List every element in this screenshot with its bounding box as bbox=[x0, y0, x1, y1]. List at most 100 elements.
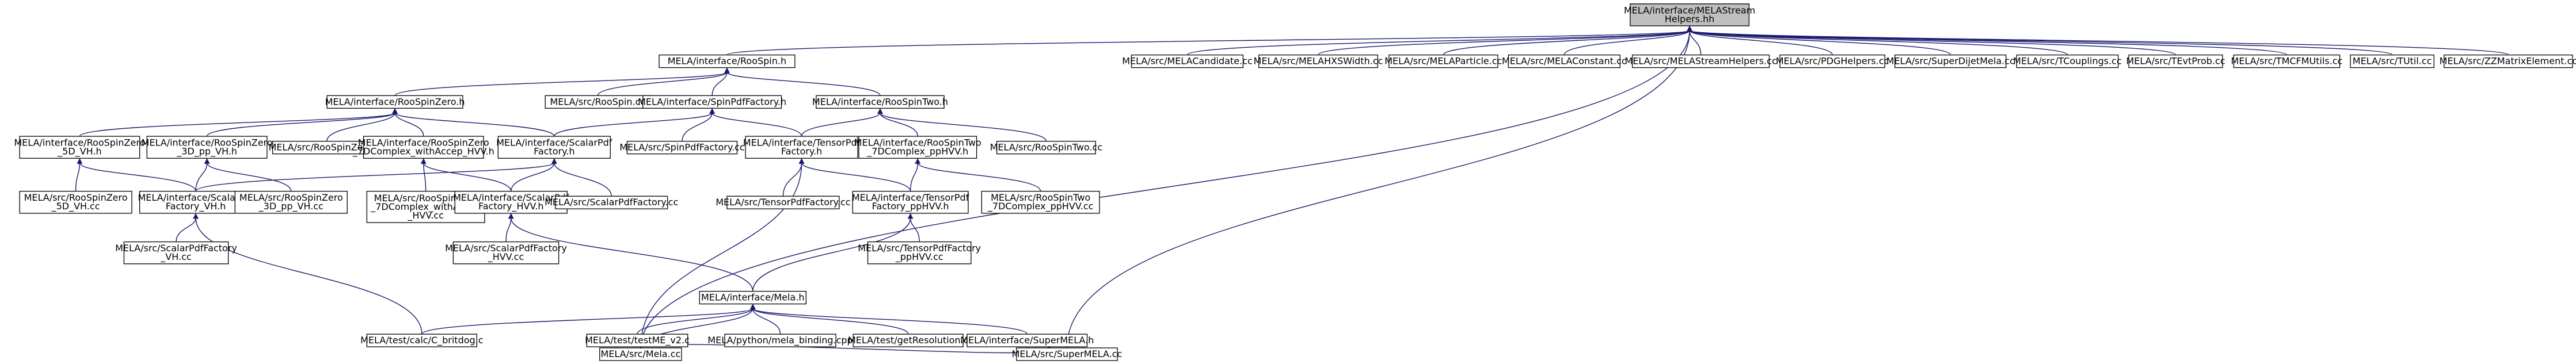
node-mela_cand[interactable]: MELA/src/MELACandidate.cc bbox=[1122, 54, 1253, 68]
node-label: MELA/src/RooSpinZero bbox=[24, 192, 128, 203]
node-scalarvh_cc[interactable]: MELA/src/ScalarPdfFactory_VH.cc bbox=[115, 241, 237, 265]
node-spinpdffactory_h[interactable]: MELA/interface/SpinPdfFactory.h bbox=[638, 95, 786, 109]
edge-rsz3dpp_h-to-roospinzero_h bbox=[206, 112, 395, 137]
node-rst7d_cc[interactable]: MELA/src/RooSpinTwo_7DComplex_ppHVV.cc bbox=[981, 190, 1100, 214]
edge-arrowhead bbox=[877, 108, 883, 114]
edge-roospin_cc-to-roospin_h bbox=[597, 71, 728, 96]
node-pybinding[interactable]: MELA/python/mela_binding.cpp bbox=[707, 334, 853, 347]
edge-roospinzero_cc-to-roospinzero_h bbox=[326, 113, 395, 141]
node-label: Factory_VH.h bbox=[166, 201, 226, 212]
node-label: MELA/interface/ScalarPdf bbox=[138, 192, 254, 203]
node-testme[interactable]: MELA/test/testME_v2.c bbox=[585, 334, 690, 347]
edge-constant-to-root bbox=[1563, 30, 1690, 55]
node-scalarvh_h[interactable]: MELA/interface/ScalarPdfFactory_VH.h bbox=[138, 190, 254, 214]
node-label: _HVV.cc bbox=[407, 210, 444, 221]
node-label: MELA/src/RooSpinTwo.cc bbox=[990, 142, 1103, 153]
node-supermela_h[interactable]: MELA/interface/SuperMELA.h bbox=[960, 334, 1094, 347]
node-root[interactable]: MELA/interface/MELAStreamHelpers.hh bbox=[1624, 3, 1755, 26]
node-superdijet[interactable]: MELA/src/SuperDijetMela.cc bbox=[1886, 54, 2015, 68]
node-label: MELA/test/getResolution.c bbox=[848, 335, 968, 346]
edge-testme-to-mela_h bbox=[637, 308, 754, 335]
node-getres[interactable]: MELA/test/getResolution.c bbox=[848, 334, 968, 347]
node-label: MELA/src/Mela.cc bbox=[600, 348, 680, 359]
node-label: MELA/src/ZZMatrixElement.cc bbox=[2440, 56, 2576, 67]
node-label: MELA/interface/RooSpinTwo.h bbox=[812, 96, 948, 107]
node-label: MELA/src/RooSpin.cc bbox=[550, 96, 645, 107]
node-label: _3D_pp_VH.cc bbox=[258, 201, 324, 212]
node-box bbox=[2233, 54, 2341, 68]
node-constant[interactable]: MELA/src/MELAConstant.cc bbox=[1502, 54, 1627, 68]
node-label: MELA/src/RooSpinZero bbox=[239, 192, 343, 203]
node-rsz5dvh_cc[interactable]: MELA/src/RooSpinZero_5D_VH.cc bbox=[19, 190, 132, 214]
node-mela_cc[interactable]: MELA/src/Mela.cc bbox=[599, 347, 682, 361]
edge-arrowhead bbox=[709, 108, 715, 114]
node-roospin_h[interactable]: MELA/interface/RooSpin.h bbox=[659, 54, 796, 68]
node-scalarhvv_cc[interactable]: MELA/src/ScalarPdfFactory_HVV.cc bbox=[445, 241, 567, 265]
node-label: MELA/src/TensorPdfFactory.cc bbox=[716, 197, 850, 208]
node-rst7d_h[interactable]: MELA/interface/RooSpinTwo_7DComplex_ppHV… bbox=[854, 136, 981, 159]
edge-supermela_cc-to-root bbox=[1066, 30, 1690, 348]
edge-scalarvh_h-to-scalarpdf_h bbox=[195, 162, 555, 192]
node-rsz3dpp_h[interactable]: MELA/interface/RooSpinZero_3D_pp_VH.h bbox=[142, 136, 273, 159]
node-rsz7d_h[interactable]: MELA/interface/RooSpinZero_7DComplex_wit… bbox=[352, 136, 494, 159]
edge-roospin_h-to-root bbox=[726, 30, 1690, 56]
edge-rsz7d_cc-to-rsz7d_h bbox=[423, 163, 427, 191]
edge-mela_cand-to-root bbox=[1186, 30, 1690, 56]
node-tensorpphvv_cc[interactable]: MELA/src/TensorPdfFactory_ppHVV.cc bbox=[858, 241, 981, 265]
node-box bbox=[366, 334, 477, 347]
node-box bbox=[146, 136, 268, 159]
node-rsz3dpp_cc[interactable]: MELA/src/RooSpinZero_3D_pp_VH.cc bbox=[234, 190, 348, 214]
node-particle[interactable]: MELA/src/MELAParticle.cc bbox=[1384, 54, 1502, 68]
edge-scalarvh_h-to-rsz3dpp_h bbox=[195, 163, 208, 191]
node-box bbox=[19, 136, 140, 159]
node-cbritdog[interactable]: MELA/test/calc/C_britdog.c bbox=[360, 334, 484, 347]
edge-pybinding-to-mela_h bbox=[752, 308, 781, 335]
node-roospinzero_h[interactable]: MELA/interface/RooSpinZero.h bbox=[325, 95, 465, 109]
node-rsz5dvh_h[interactable]: MELA/interface/RooSpinZero_5D_VH.h bbox=[14, 136, 145, 159]
node-box bbox=[363, 136, 484, 159]
node-box bbox=[2350, 54, 2434, 68]
node-supermela_cc[interactable]: MELA/src/SuperMELA.cc bbox=[1012, 347, 1123, 361]
node-tensorpdf_h[interactable]: MELA/interface/TensorPdfFactory.h bbox=[743, 136, 861, 159]
node-scalarpdf_cc[interactable]: MELA/src/ScalarPdfFactory.cc bbox=[545, 196, 678, 209]
edge-arrowhead bbox=[798, 158, 805, 164]
node-box bbox=[2444, 54, 2573, 68]
edge-cbritdog-to-mela_h bbox=[421, 308, 754, 335]
node-label: MELA/test/calc/C_britdog.c bbox=[360, 335, 484, 346]
edge-rsz5dvh_cc-to-rsz5dvh_h bbox=[75, 163, 81, 191]
node-spinpdffactory_cc[interactable]: MELA/src/SpinPdfFactory.cc bbox=[619, 140, 745, 155]
node-mela_h[interactable]: MELA/interface/Mela.h bbox=[699, 290, 806, 305]
node-box bbox=[853, 334, 964, 347]
edge-rsz7d_h-to-roospinzero_h bbox=[394, 113, 424, 137]
node-box bbox=[1016, 347, 1118, 361]
node-tevtprob[interactable]: MELA/src/TEvtProb.cc bbox=[2126, 54, 2225, 68]
node-rsz7d_cc[interactable]: MELA/src/RooSpinZero_7DComplex_withAccep… bbox=[366, 190, 485, 223]
node-roospintwo_cc[interactable]: MELA/src/RooSpinTwo.cc bbox=[990, 140, 1103, 155]
edge-arrowhead bbox=[508, 213, 514, 219]
node-scalarhvv_h[interactable]: MELA/interface/ScalarPdfFactory_HVV.h bbox=[453, 190, 569, 214]
edge-arrowhead bbox=[1687, 25, 1692, 32]
node-label: MELA/src/RooSpinZero bbox=[374, 193, 478, 204]
node-tutil[interactable]: MELA/src/TUtil.cc bbox=[2350, 54, 2434, 68]
node-pdghelpers[interactable]: MELA/src/PDGHelpers.cc bbox=[1776, 54, 1889, 68]
node-zzmatrix[interactable]: MELA/src/ZZMatrixElement.cc bbox=[2440, 54, 2576, 68]
node-hxswidth[interactable]: MELA/src/MELAHXSWidth.cc bbox=[1254, 54, 1383, 68]
edge-tensorpdf_h-to-roospintwo_h bbox=[801, 112, 881, 137]
node-roospin_cc[interactable]: MELA/src/RooSpin.cc bbox=[545, 95, 651, 109]
edge-rst7d_cc-to-rst7d_h bbox=[917, 162, 1041, 191]
node-tensorpdf_cc[interactable]: MELA/src/TensorPdfFactory.cc bbox=[716, 196, 851, 209]
node-scalarpdf_h[interactable]: MELA/interface/ScalarPdfFactory.h bbox=[496, 136, 612, 159]
node-tmcfmutils[interactable]: MELA/src/TMCFMUtils.cc bbox=[2231, 54, 2343, 68]
node-label: MELA/interface/TensorPdf bbox=[852, 192, 969, 203]
node-label: MELA/interface/RooSpinZero bbox=[358, 137, 489, 148]
node-label: Helpers.hh bbox=[1665, 13, 1715, 24]
node-roospintwo_h[interactable]: MELA/interface/RooSpinTwo.h bbox=[812, 95, 948, 109]
edge-tensorpphvv_cc-to-tensorpphvv_h bbox=[910, 217, 920, 242]
edge-spinpdffactory_cc-to-spinpdffactory_h bbox=[682, 113, 713, 141]
edge-mela_cc-to-tensorpdf_h bbox=[640, 163, 802, 348]
node-box bbox=[234, 190, 348, 214]
node-tensorpphvv_h[interactable]: MELA/interface/TensorPdfFactory_ppHVV.h bbox=[852, 190, 969, 214]
node-label: MELA/src/MELAHXSWidth.cc bbox=[1254, 56, 1383, 67]
node-tcouplings[interactable]: MELA/src/TCouplings.cc bbox=[2013, 54, 2122, 68]
node-streamhelpers[interactable]: MELA/src/MELAStreamHelpers.cc bbox=[1625, 54, 1777, 68]
